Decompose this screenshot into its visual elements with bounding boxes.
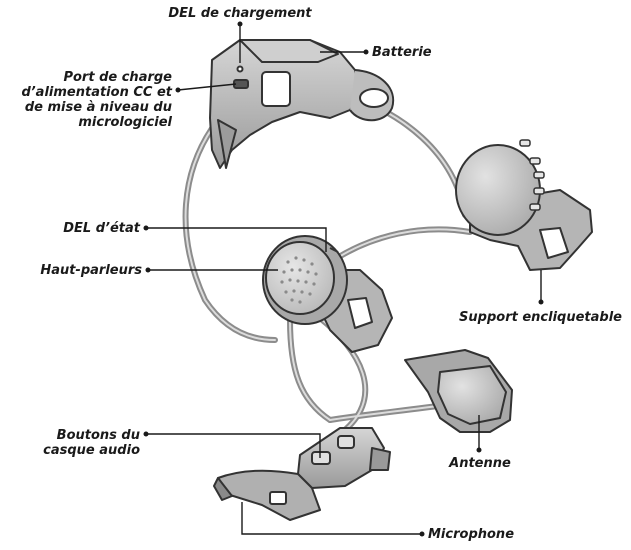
label-headset-buttons: Boutons du casque audio — [20, 428, 140, 458]
headset-buttons-unit — [298, 428, 390, 488]
dc-port-icon — [234, 80, 248, 88]
label-status-led: DEL d’état — [20, 221, 140, 236]
label-battery: Batterie — [372, 45, 432, 60]
speaker-unit — [263, 236, 392, 352]
clamp-mount — [456, 140, 592, 270]
label-microphone: Microphone — [428, 527, 514, 542]
label-dc-port: Port de charge d’alimentation CC et de m… — [8, 70, 172, 130]
label-antenna: Antenne — [440, 456, 520, 471]
antenna-pad — [405, 350, 512, 432]
label-clamp-mount: Support encliquetable — [440, 310, 622, 325]
label-speakers: Haut-parleurs — [20, 263, 142, 278]
battery-unit — [210, 40, 393, 168]
charging-led-icon — [238, 67, 243, 72]
label-charging-led: DEL de chargement — [150, 6, 330, 21]
